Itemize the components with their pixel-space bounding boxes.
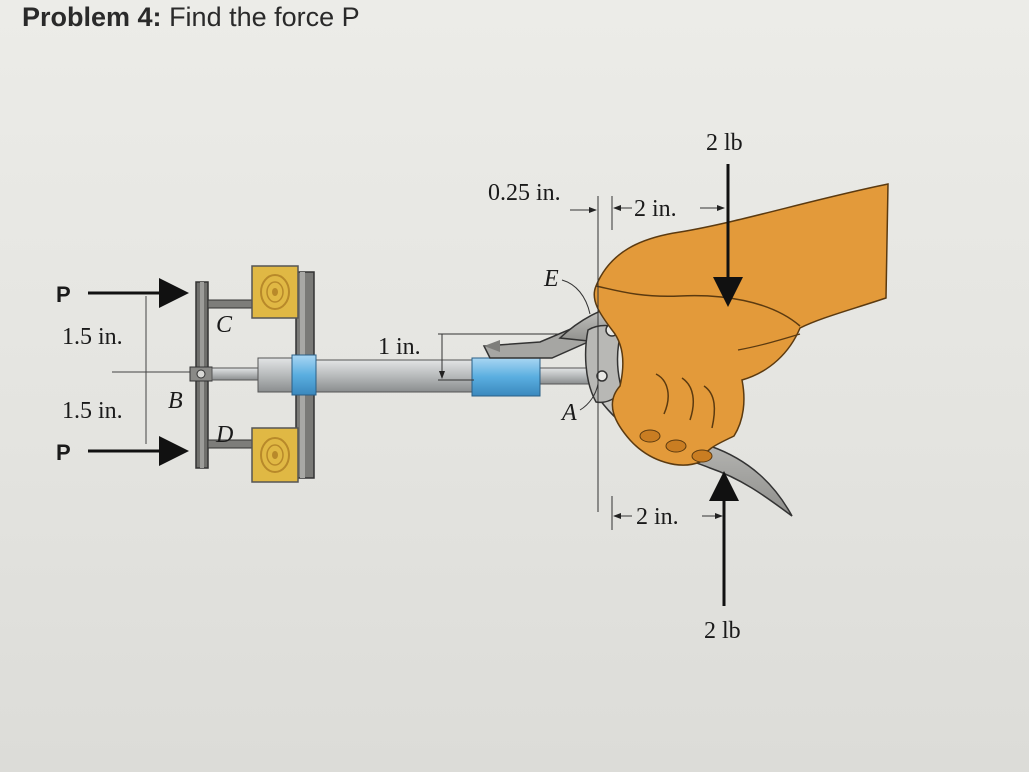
- pivot-reference-line: [597, 196, 613, 530]
- force-p-bottom-label: P: [56, 440, 71, 465]
- force-p-top-label: P: [56, 282, 71, 307]
- left-dimension-lines: [112, 296, 196, 444]
- point-d-label: D: [215, 422, 233, 448]
- rod-dimension-lines: [438, 333, 566, 381]
- load-top-label: 2 lb: [706, 130, 743, 156]
- problem-title: Problem 4: Find the force P: [22, 2, 360, 33]
- dimension-handle-top-label: 2 in.: [634, 196, 677, 222]
- dimension-lower-label: 1.5 in.: [62, 398, 123, 424]
- point-c-label: C: [216, 312, 233, 338]
- dimension-jaw-offset-label: 0.25 in.: [488, 180, 561, 206]
- wood-block-top: [251, 265, 299, 319]
- point-leader-lines: [561, 279, 599, 411]
- problem-number: Problem 4:: [22, 2, 162, 32]
- dimension-handle-bottom-label: 2 in.: [636, 504, 679, 530]
- wood-block-bottom: [251, 427, 299, 483]
- rod: [211, 357, 597, 393]
- point-a-label: A: [560, 400, 577, 426]
- dimension-upper-label: 1.5 in.: [62, 324, 123, 350]
- point-b-label: B: [168, 388, 183, 414]
- clamp-frame: [189, 281, 253, 469]
- point-e-label: E: [543, 266, 559, 292]
- problem-text: Find the force P: [169, 2, 360, 32]
- collar-right: [471, 357, 541, 397]
- dimension-rod-label: 1 in.: [378, 334, 421, 360]
- hand: [593, 183, 889, 466]
- load-bottom-label: 2 lb: [704, 618, 741, 644]
- collar-left: [291, 354, 317, 396]
